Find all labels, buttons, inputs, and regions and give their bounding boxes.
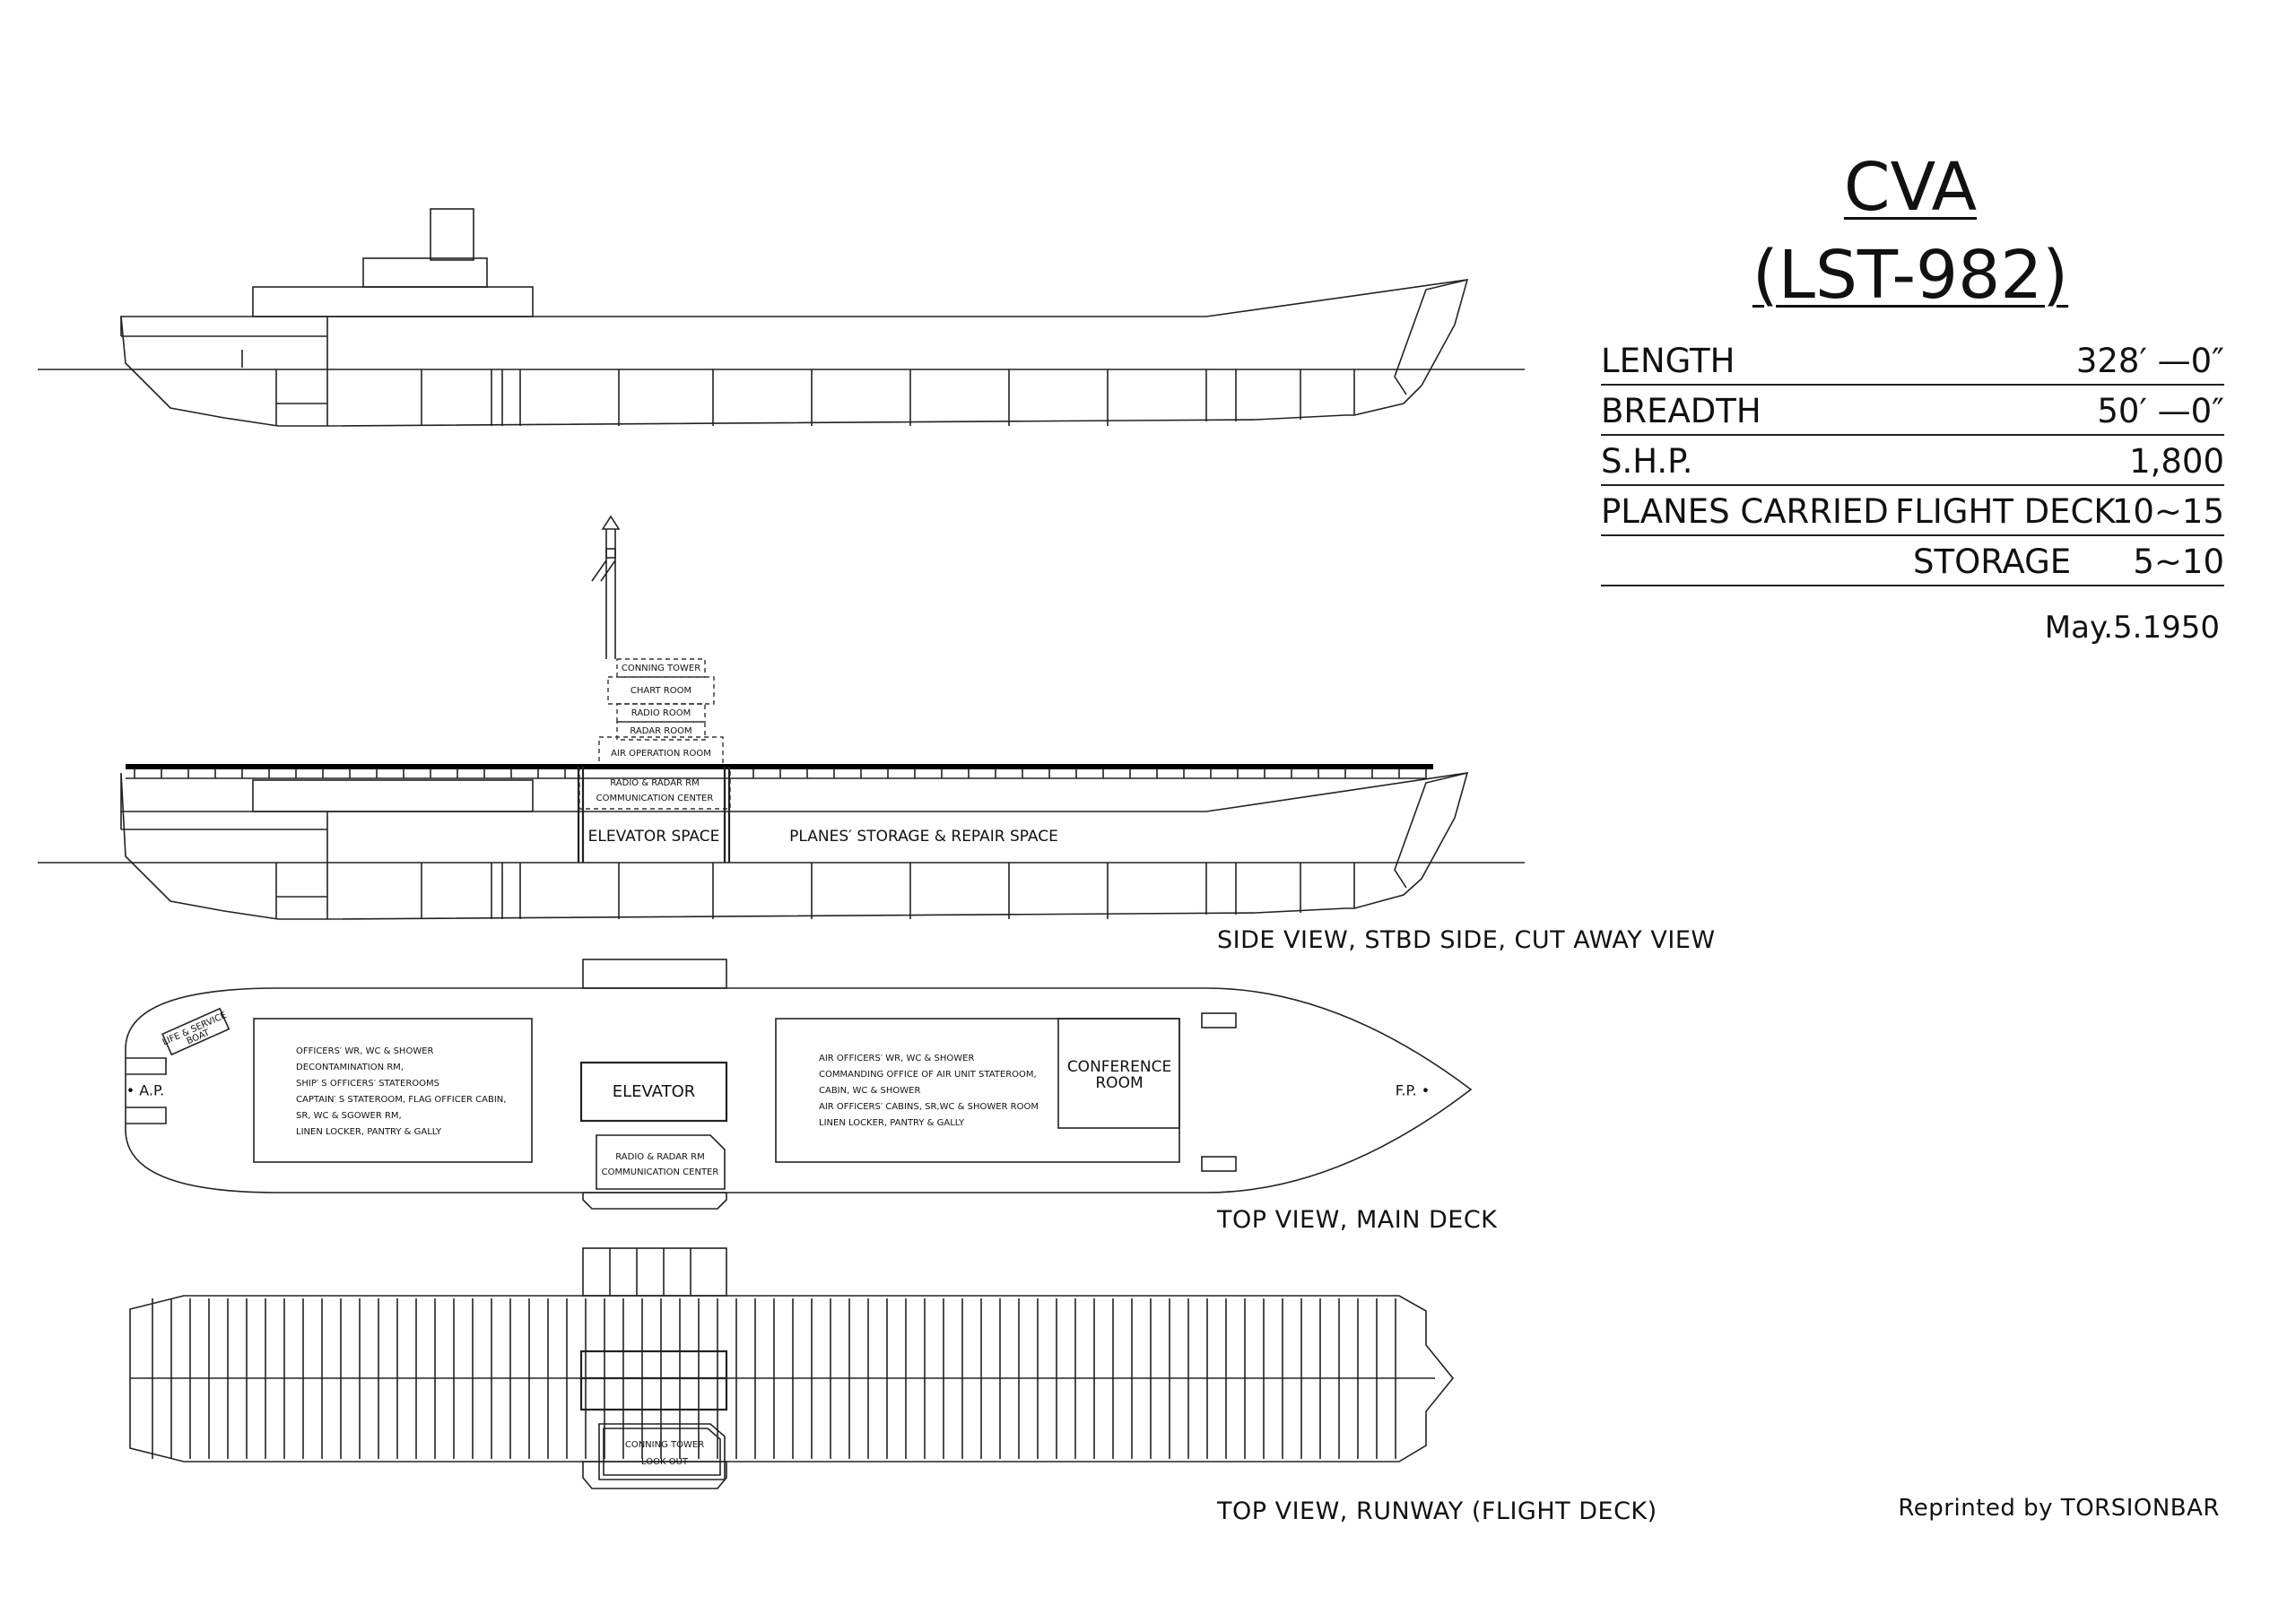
cutaway-side-view: CONNING TOWER CHART ROOM RADIO ROOM RADA… [38, 515, 1525, 920]
runway-outline [129, 1295, 1455, 1462]
mast-top [601, 515, 621, 530]
conning-tower-lookout [598, 1423, 726, 1480]
spec-shp-value: 1,800 [2129, 442, 2224, 481]
officers-quarters-line: CAPTAIN′ S STATEROOM, FLAG OFFICER CABIN… [296, 1095, 506, 1105]
air-officers-quarters-list: AIR OFFICERS′ WR, WC & SHOWER COMMANDING … [819, 1054, 1039, 1128]
hull-outline [120, 279, 1469, 427]
credit: Reprinted by TORSIONBAR [1898, 1495, 2220, 1522]
label-radar-room: RADAR ROOM [630, 726, 691, 736]
air-officers-quarters-line: AIR OFFICERS′ CABINS, SR,WC & SHOWER ROO… [819, 1102, 1039, 1112]
runway-elevator [579, 1350, 728, 1411]
label-radio-radar-rm: RADIO & RADAR RM [610, 778, 700, 788]
runway-sponson-top [582, 1247, 727, 1297]
mast-housing [430, 208, 474, 261]
bow-flare [1394, 772, 1468, 889]
life-service-boat: LIFE & SERVICE BOAT [161, 1007, 230, 1056]
spec-row-storage: STORAGE 5~10 [1601, 540, 2224, 586]
stern-recess-upper [126, 1057, 167, 1075]
spec-row-shp: S.H.P. 1,800 [1601, 439, 2224, 486]
bridge-upper [362, 257, 488, 288]
air-officers-quarters-line: COMMANDING OFFICE OF AIR UNIT STATEROOM, [819, 1070, 1037, 1080]
spec-storage-value: 5~10 [2133, 542, 2224, 581]
officers-quarters-line: OFFICERS′ WR, WC & SHOWER [296, 1046, 434, 1056]
deck-gallery-frames [134, 768, 1427, 778]
hull-outline [120, 772, 1469, 920]
spec-row-length: LENGTH 328′ —0″ [1601, 339, 2224, 386]
label-conference-2: ROOM [1095, 1074, 1143, 1092]
drawing-date: May.5.1950 [2044, 610, 2220, 646]
label-fp: F.P. • [1396, 1082, 1430, 1099]
hatch-starboard [1201, 1156, 1237, 1172]
stern-recess-lower [126, 1107, 167, 1124]
radio-radar-room [596, 1134, 726, 1190]
spec-row-planes: PLANES CARRIED FLIGHT DECK 10~15 [1601, 490, 2224, 536]
label-communication-center: COMMUNICATION CENTER [602, 1167, 719, 1177]
main-deck-plan: LIFE & SERVICE BOAT • A.P. F.P. • OFFICE… [125, 959, 1473, 1210]
label-conning-tower: CONNING TOWER [622, 664, 700, 673]
sponson-top [582, 959, 727, 989]
spec-length-label: LENGTH [1601, 342, 1735, 380]
caption-runway: TOP VIEW, RUNWAY (FLIGHT DECK) [1217, 1497, 1657, 1525]
air-officers-quarters-line: AIR OFFICERS′ WR, WC & SHOWER [819, 1054, 974, 1063]
sponson-bottom [582, 1192, 727, 1210]
label-ap: • A.P. [126, 1082, 165, 1099]
bridge-lower [252, 286, 534, 317]
main-deck-outline [125, 987, 1473, 1193]
officers-quarters-list: OFFICERS′ WR, WC & SHOWER DECONTAMINATION… [296, 1046, 506, 1137]
spec-flight-deck-value: 10~15 [2111, 492, 2224, 531]
air-operation-room-compartment [598, 736, 724, 768]
officers-quarters [253, 1018, 533, 1163]
conference-room [1057, 1018, 1180, 1129]
caption-main-deck: TOP VIEW, MAIN DECK [1217, 1206, 1498, 1234]
officers-quarters-line: SHIP′ S OFFICERS′ STATEROOMS [296, 1079, 439, 1089]
spec-length-value: 328′ —0″ [2075, 342, 2224, 380]
air-officers-quarters-line: CABIN, WC & SHOWER [819, 1086, 920, 1096]
label-conning-tower: CONNING TOWER [625, 1440, 704, 1450]
spec-planes-label: PLANES CARRIED [1601, 492, 1889, 531]
label-look-out: LOOK OUT [641, 1457, 689, 1467]
officers-quarters-line: SR, WC & SGOWER RM, [296, 1111, 402, 1121]
spec-flight-deck-label: FLIGHT DECK [1895, 492, 2116, 531]
radar-room-compartment [616, 721, 706, 741]
label-conference-1: CONFERENCE [1067, 1058, 1171, 1076]
officers-quarters-line: LINEN LOCKER, PANTRY & GALLY [296, 1127, 442, 1137]
title-line-1: CVA [1843, 149, 1978, 226]
caption-side-view: SIDE VIEW, STBD SIDE, CUT AWAY VIEW [1217, 926, 1716, 954]
label-radio-room: RADIO ROOM [631, 708, 691, 718]
title-line-2: (LST-982) [1752, 237, 2069, 314]
label-chart-room: CHART ROOM [631, 686, 691, 696]
officers-quarters-line: DECONTAMINATION RM, [296, 1063, 404, 1072]
label-elevator-space: ELEVATOR SPACE [588, 828, 720, 846]
label-radio-radar-rm: RADIO & RADAR RM [615, 1152, 705, 1162]
label-elevator: ELEVATOR [613, 1082, 696, 1101]
air-officers-quarters-line: LINEN LOCKER, PANTRY & GALLY [819, 1118, 965, 1128]
spec-row-breadth: BREADTH 50′ —0″ [1601, 389, 2224, 436]
spec-breadth-value: 50′ —0″ [2097, 392, 2224, 430]
hangar-upper-deck [252, 779, 534, 812]
label-air-operation-room: AIR OPERATION ROOM [611, 749, 711, 759]
flight-deck-plan: CONNING TOWER LOOK OUT [129, 1247, 1455, 1489]
outboard-profile-view [38, 208, 1525, 427]
label-storage-repair: PLANES′ STORAGE & REPAIR SPACE [789, 828, 1058, 846]
spec-storage-label: STORAGE [1913, 542, 2072, 581]
spec-shp-label: S.H.P. [1601, 442, 1693, 481]
elevator [579, 1061, 728, 1123]
bow-flare [1394, 279, 1468, 395]
runway-sponson-bottom [582, 1461, 727, 1489]
spec-breadth-label: BREADTH [1601, 392, 1761, 430]
hatch-port [1201, 1012, 1237, 1028]
label-communication-center: COMMUNICATION CENTER [596, 794, 714, 803]
